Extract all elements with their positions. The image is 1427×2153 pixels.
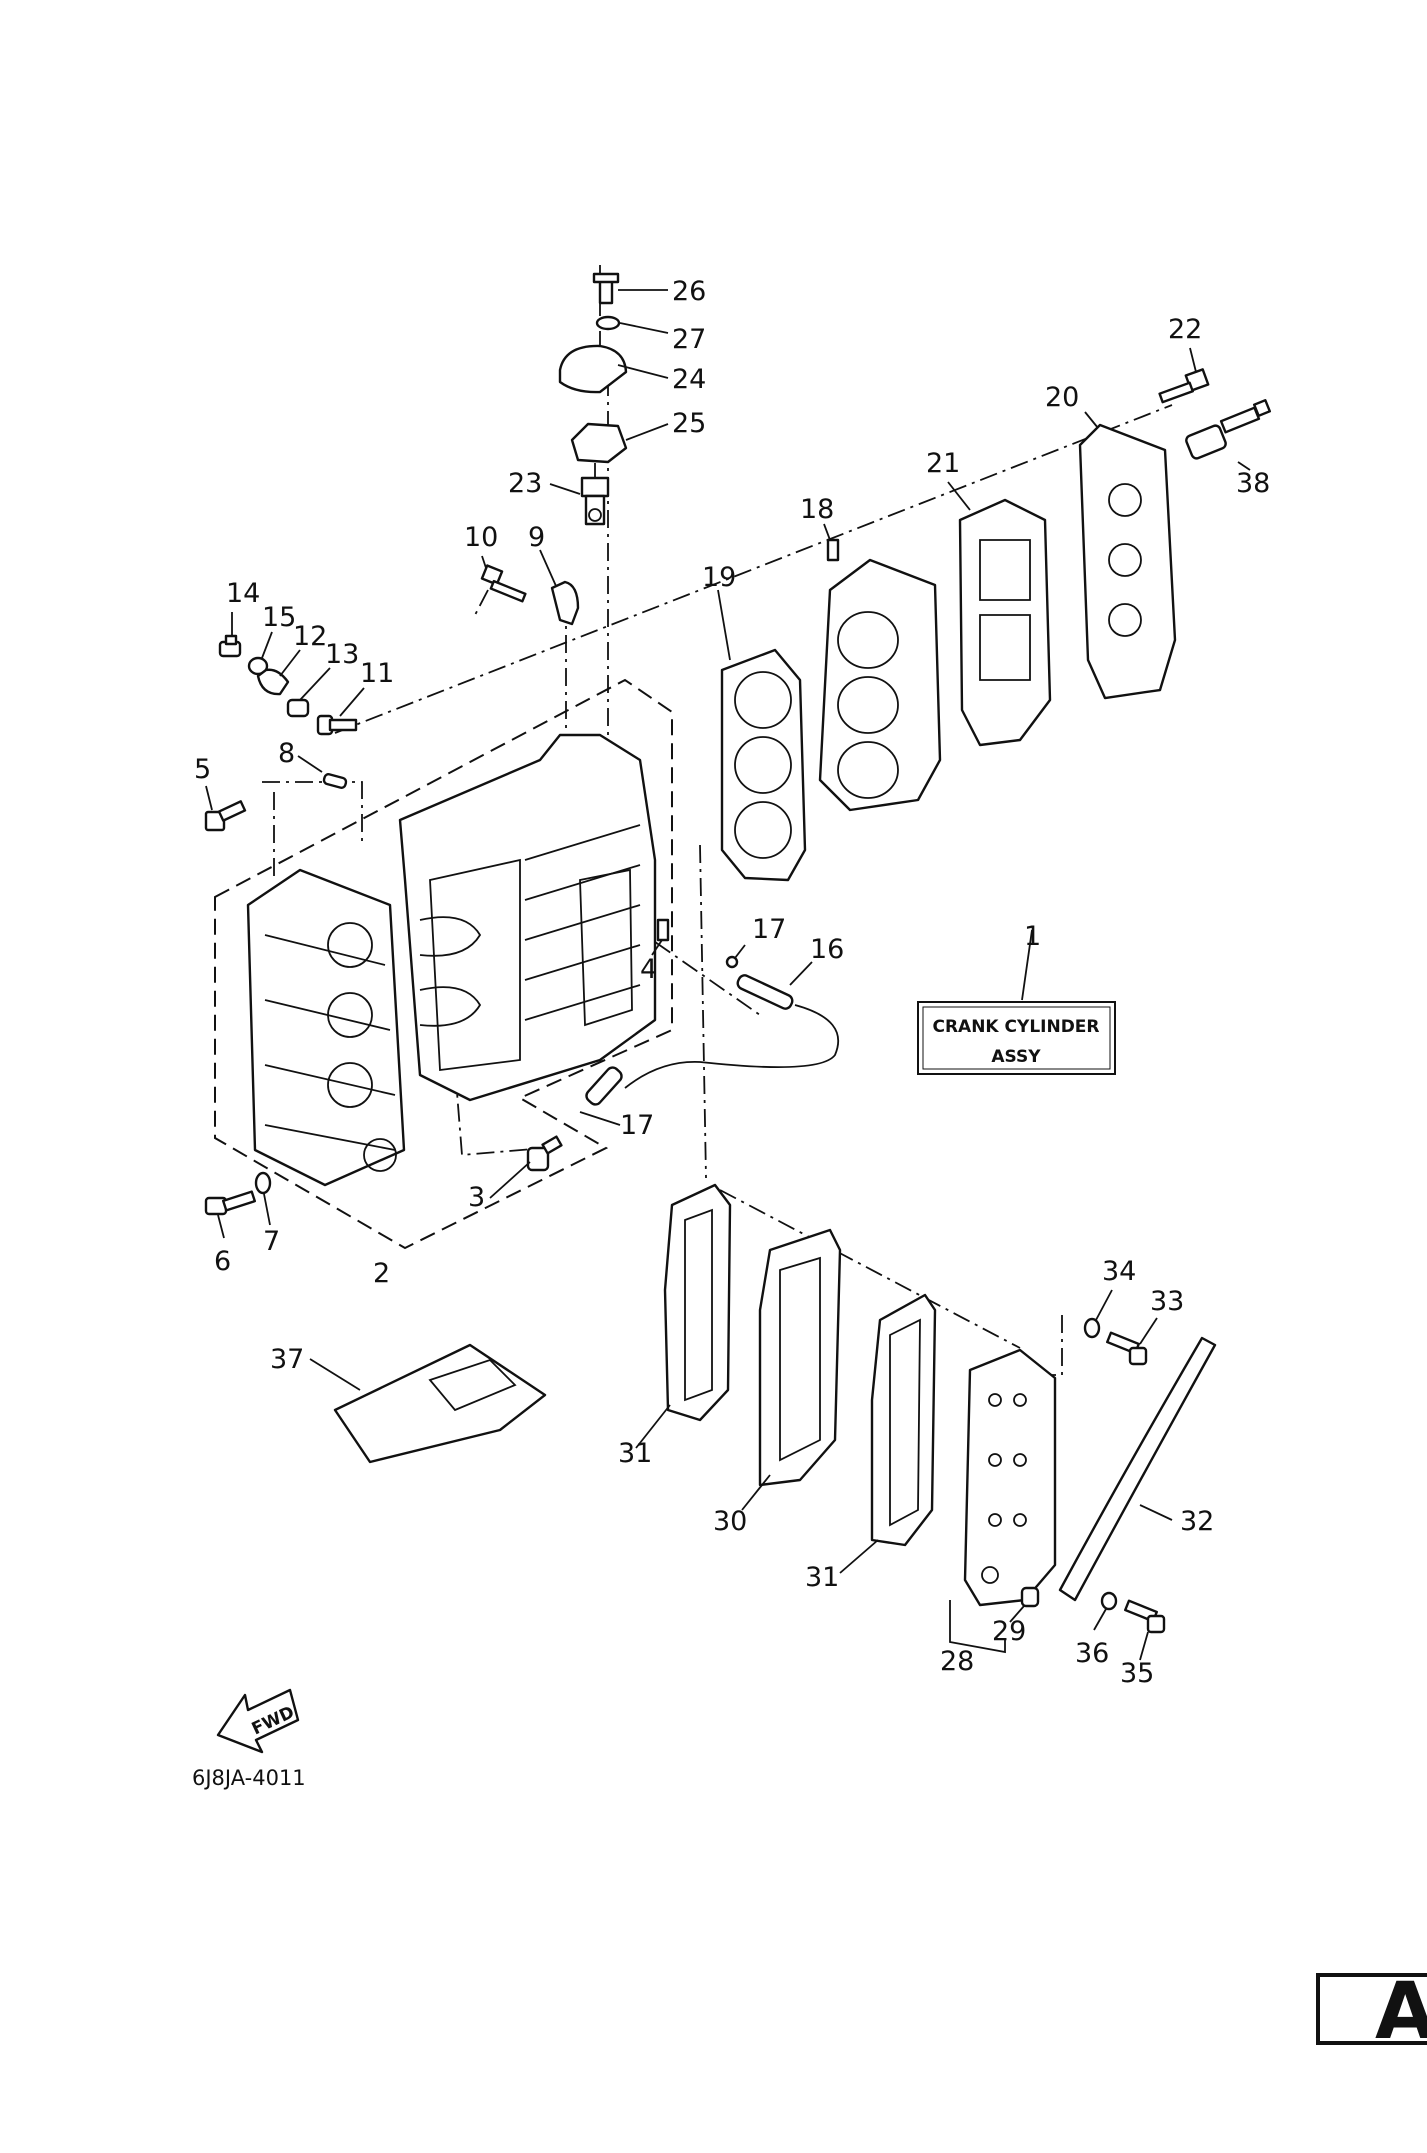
bracket-9 (550, 580, 580, 626)
callout-24: 24 (672, 364, 706, 395)
callout-26: 26 (672, 276, 706, 307)
callout-6: 6 (214, 1246, 231, 1277)
section-tab-letter: A (1375, 1967, 1427, 2057)
dowel-8 (322, 773, 348, 789)
clamp-12 (256, 668, 290, 696)
cylinder-head-18 (818, 538, 942, 812)
callout-13: 13 (325, 639, 359, 670)
hose-32 (1058, 1336, 1217, 1602)
callout-4: 4 (640, 954, 657, 985)
callout-17-lower: 17 (620, 1110, 654, 1141)
callout-17-upper: 17 (752, 914, 786, 945)
gasket-31-left (663, 1183, 732, 1422)
bolt-3 (526, 1135, 563, 1172)
callout-22: 22 (1168, 314, 1202, 345)
callout-10: 10 (464, 522, 498, 553)
callout-30: 30 (713, 1506, 747, 1537)
figure-code: 6J8JA-4011 (192, 1766, 306, 1790)
washer-36 (1100, 1591, 1118, 1611)
gasket-25 (570, 422, 628, 464)
callout-25: 25 (672, 408, 706, 439)
bolt-10 (480, 564, 527, 603)
callout-14: 14 (226, 578, 260, 609)
gasket-37 (333, 1343, 547, 1464)
callout-31-left: 31 (618, 1438, 652, 1469)
part-shapes (204, 272, 1272, 1634)
crankcase-half (246, 868, 406, 1187)
washer-34 (1083, 1317, 1101, 1339)
forward-direction-arrow: FWD (216, 1688, 300, 1754)
bolt-11 (316, 714, 358, 736)
callout-18: 18 (800, 494, 834, 525)
callout-15: 15 (262, 602, 296, 633)
callout-37: 37 (270, 1344, 304, 1375)
thermostat-23 (580, 476, 610, 526)
callout-16: 16 (810, 934, 844, 965)
washer-15 (247, 656, 269, 676)
exhaust-cover-28 (963, 1348, 1057, 1607)
leader-lines (205, 289, 1251, 1661)
bolt-26 (592, 272, 620, 305)
hose-16 (624, 974, 840, 1089)
bolt-35 (1124, 1599, 1166, 1634)
part-number-labels: 1 2 3 4 5 6 7 8 9 10 11 12 13 14 15 16 1… (194, 276, 1270, 1689)
thermostat-cover-24 (558, 344, 628, 394)
nipple-17-lower (585, 1066, 623, 1106)
gasket-31-right (870, 1293, 937, 1547)
callout-12: 12 (293, 621, 327, 652)
bolt-22 (1158, 368, 1210, 404)
assembly-name-line1: CRANK CYLINDER (932, 1017, 1099, 1037)
callout-35: 35 (1120, 1658, 1154, 1689)
pin-4 (656, 918, 670, 942)
callout-32: 32 (1180, 1506, 1214, 1537)
bolt-14 (218, 634, 242, 658)
callout-11: 11 (360, 658, 394, 689)
spark-plug-38 (1185, 398, 1272, 460)
nipple-29 (1020, 1586, 1040, 1608)
bolt-33 (1106, 1331, 1148, 1366)
callout-2: 2 (373, 1258, 390, 1289)
nipple-17-upper (725, 955, 739, 969)
plug-13 (286, 698, 310, 718)
callout-33: 33 (1150, 1286, 1184, 1317)
callout-36: 36 (1075, 1638, 1109, 1669)
callout-19: 19 (702, 562, 736, 593)
head-cover-20 (1078, 423, 1177, 700)
callout-38: 38 (1236, 468, 1270, 499)
bolt-5 (204, 800, 247, 832)
callout-21: 21 (926, 448, 960, 479)
assembly-name-box: CRANK CYLINDER ASSY (917, 1001, 1116, 1075)
gasket-21 (958, 498, 1052, 747)
callout-29: 29 (992, 1616, 1026, 1647)
callout-1: 1 (1024, 921, 1041, 952)
callout-5: 5 (194, 754, 211, 785)
callout-28: 28 (940, 1646, 974, 1677)
plate-30 (758, 1228, 842, 1487)
washer-7 (254, 1171, 272, 1195)
callout-20: 20 (1045, 382, 1079, 413)
washer-27 (595, 315, 621, 331)
section-tab: A (1316, 1967, 1427, 2057)
callout-3: 3 (468, 1182, 485, 1213)
bolt-6 (204, 1190, 257, 1216)
cylinder-block (398, 733, 657, 1102)
callout-9: 9 (528, 522, 545, 553)
callout-23: 23 (508, 468, 542, 499)
callout-34: 34 (1102, 1256, 1136, 1287)
assembly-name-line2: ASSY (991, 1047, 1041, 1067)
callout-31-right: 31 (805, 1562, 839, 1593)
callout-8: 8 (278, 738, 295, 769)
callout-7: 7 (263, 1226, 280, 1257)
gasket-19 (720, 648, 807, 882)
callout-27: 27 (672, 324, 706, 355)
